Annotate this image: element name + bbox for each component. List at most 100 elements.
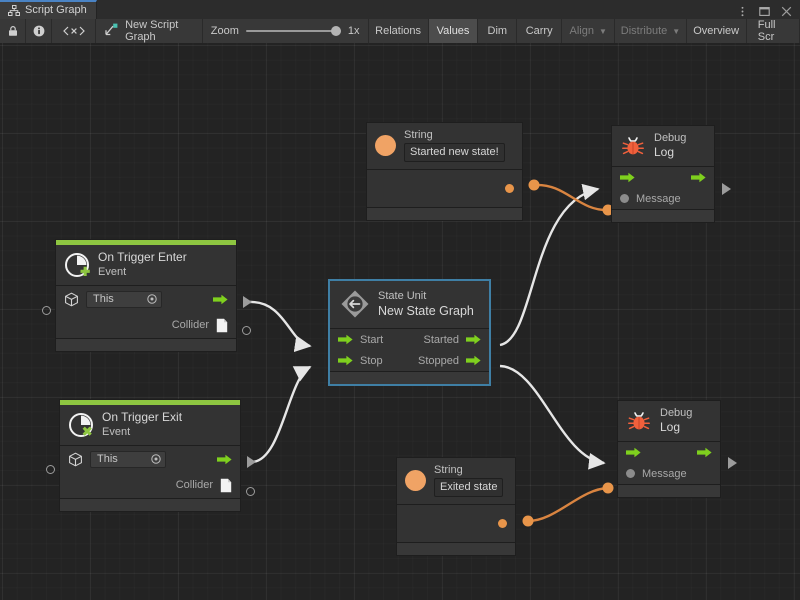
node-target-row: This: [56, 286, 236, 312]
script-graph-icon: [8, 4, 20, 17]
node-string-top[interactable]: String Started new state!: [366, 122, 523, 222]
value-port-icon[interactable]: [498, 519, 507, 529]
node-body: This: [56, 286, 236, 339]
toolbar-button-align[interactable]: Align ▼: [562, 19, 616, 43]
string-value-input[interactable]: Exited state: [434, 477, 504, 498]
string-value-input[interactable]: Started new state!: [404, 142, 505, 163]
node-debug-log-top[interactable]: Debug Log: [611, 125, 715, 224]
flow-output-port[interactable]: [697, 447, 712, 458]
target-input-port[interactable]: This: [68, 450, 166, 468]
node-output-row: [367, 170, 522, 207]
node-on-trigger-enter[interactable]: On Trigger Enter Event This: [55, 239, 237, 353]
object-picker-icon[interactable]: [151, 454, 161, 465]
node-title: String: [404, 129, 433, 141]
full-screen-label: Full Scr: [757, 19, 776, 43]
node-subtitle: Log: [654, 144, 675, 159]
toolbar-button-dim[interactable]: Dim: [478, 19, 518, 43]
value-port-icon[interactable]: [505, 184, 514, 194]
node-flow-row: [612, 167, 714, 188]
port-stub-circle[interactable]: [46, 465, 55, 474]
node-string-bottom[interactable]: String Exited state: [396, 457, 516, 557]
message-input-port[interactable]: Message: [626, 468, 687, 480]
node-footer: [397, 542, 515, 556]
info-button[interactable]: [26, 19, 52, 43]
port-stub-triangle[interactable]: [722, 183, 731, 195]
tab-script-graph[interactable]: Script Graph: [0, 0, 97, 19]
event-trigger-exit-icon: [68, 412, 94, 438]
chevron-down-icon: ▼: [598, 27, 607, 36]
port-stub-circle[interactable]: [42, 306, 51, 315]
maximize-icon[interactable]: [759, 4, 770, 16]
lock-toggle-button[interactable]: [0, 19, 26, 43]
flow-output-port[interactable]: [213, 294, 228, 305]
info-icon: [33, 25, 45, 37]
flow-output-port[interactable]: [217, 454, 232, 465]
flow-arrow-icon: [466, 355, 481, 366]
target-object-field[interactable]: This: [90, 450, 166, 468]
flow-arrow-icon: [691, 172, 706, 183]
zoom-slider[interactable]: [245, 25, 341, 37]
toolbar-button-full-screen[interactable]: Full Scr: [746, 19, 800, 43]
relations-label: Relations: [375, 25, 422, 37]
message-input-port[interactable]: Message: [620, 193, 681, 205]
node-debug-log-bottom[interactable]: Debug Log: [617, 400, 721, 499]
debug-bug-icon: [626, 408, 652, 434]
port-stub-triangle[interactable]: [728, 457, 737, 469]
node-title: String: [434, 464, 463, 476]
code-view-button[interactable]: [52, 19, 97, 43]
node-header: On Trigger Enter Event: [56, 245, 236, 287]
value-port-icon: [620, 194, 629, 204]
graph-name-breadcrumb[interactable]: New Script Graph: [96, 19, 203, 43]
cube-icon: [68, 452, 83, 467]
flow-output-port[interactable]: [691, 172, 706, 183]
object-picker-icon[interactable]: [147, 294, 157, 305]
collider-output-port[interactable]: Collider: [176, 478, 232, 493]
node-collider-row: Collider: [56, 312, 236, 338]
flow-output-stopped[interactable]: Stopped: [418, 355, 481, 367]
node-header: String Exited state: [397, 458, 515, 506]
target-input-port[interactable]: This: [64, 290, 162, 308]
port-label-started: Started: [423, 333, 459, 346]
graph-canvas[interactable]: String Started new state!: [0, 43, 800, 600]
node-body: [367, 170, 522, 208]
port-stub-circle[interactable]: [246, 487, 255, 496]
kebab-menu-icon[interactable]: [737, 4, 748, 17]
lock-icon: [7, 25, 19, 37]
collider-output-port[interactable]: Collider: [172, 318, 228, 333]
zoom-slider-knob[interactable]: [330, 26, 341, 36]
flow-input-port[interactable]: [626, 447, 641, 458]
port-stub-circle[interactable]: [242, 326, 251, 335]
node-header-text: String Exited state: [434, 464, 504, 498]
port-stub-triangle[interactable]: [247, 456, 256, 468]
node-footer: [367, 207, 522, 221]
flow-input-start[interactable]: Start: [338, 334, 383, 346]
debug-bug-icon: [620, 133, 646, 159]
close-icon[interactable]: [781, 4, 792, 17]
node-flow-row: [618, 442, 720, 463]
toolbar-button-distribute[interactable]: Distribute ▼: [615, 19, 687, 43]
node-title: Debug: [654, 132, 687, 144]
node-on-trigger-exit[interactable]: On Trigger Exit Event This: [59, 399, 241, 513]
zoom-control[interactable]: Zoom 1x: [203, 19, 369, 43]
flow-input-stop[interactable]: Stop: [338, 355, 383, 367]
target-value: This: [93, 293, 114, 306]
graph-toolbar: New Script Graph Zoom 1x Relations Value…: [0, 19, 800, 44]
port-stub-triangle[interactable]: [243, 296, 252, 308]
event-trigger-enter-icon: [64, 252, 90, 278]
toolbar-button-overview[interactable]: Overview: [686, 19, 747, 43]
flow-arrow-icon: [466, 334, 481, 345]
flow-input-port[interactable]: [620, 172, 635, 183]
toolbar-button-carry[interactable]: Carry: [517, 19, 563, 43]
node-title: Debug: [660, 407, 693, 419]
target-object-field[interactable]: This: [86, 290, 162, 308]
toolbar-button-values[interactable]: Values: [428, 19, 479, 43]
port-label-message: Message: [636, 192, 681, 205]
string-value-icon: [405, 470, 426, 492]
wire-stopped-to-debuglog-bottom: [499, 364, 606, 470]
chevron-down-icon: ▼: [672, 27, 681, 36]
node-footer: [330, 371, 489, 384]
node-body: [397, 505, 515, 543]
flow-output-started[interactable]: Started: [424, 334, 481, 346]
node-state-unit[interactable]: State Unit New State Graph Start Started: [329, 280, 490, 385]
toolbar-button-relations[interactable]: Relations: [368, 19, 429, 43]
